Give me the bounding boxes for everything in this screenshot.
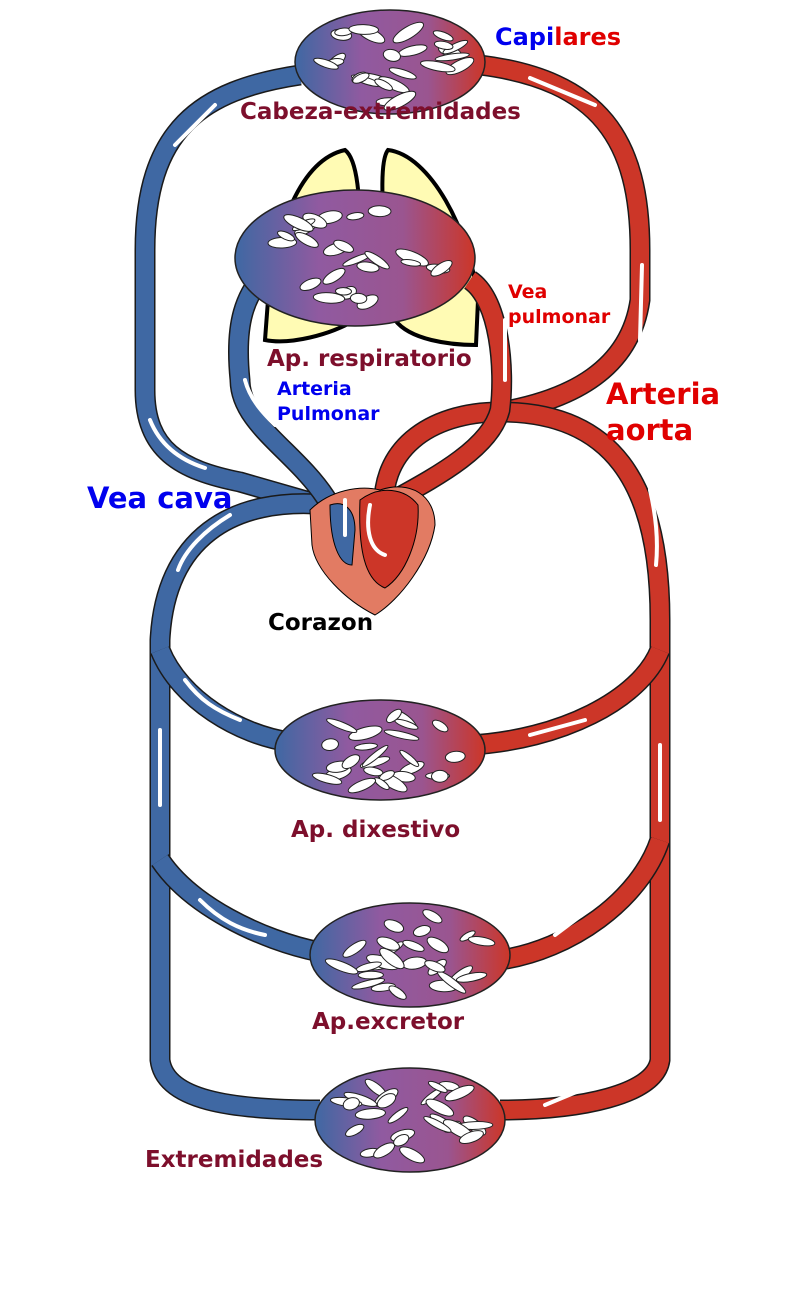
flow-arrow-icon: [176, 513, 232, 572]
label-ap-dixestivo: Ap. dixestivo: [291, 817, 460, 843]
label-arteria-pulmonar-2: Pulmonar: [277, 403, 380, 425]
pulmonary-vein: [380, 272, 511, 513]
aorta: [374, 402, 669, 1119]
flow-arrow-icon: [543, 1076, 612, 1107]
label-ap-excretor: Ap.excretor: [312, 1009, 465, 1035]
vein-excretor: [152, 854, 322, 961]
flow-arrow-icon: [528, 718, 587, 737]
vein-head: [136, 66, 323, 514]
flow-arrow-icon: [148, 418, 207, 470]
label-cabeza-extremidades: Cabeza-extremidades: [240, 99, 521, 125]
vein-digestive: [151, 646, 292, 751]
label-vea-cava: Vea cava: [87, 481, 232, 515]
capillaries-head: [294, 9, 486, 115]
flow-arrow-icon: [183, 678, 242, 722]
label-ap-respiratorio: Ap. respiratorio: [267, 346, 472, 372]
flow-arrow-icon: [198, 898, 267, 937]
capillaries-lungs: [234, 189, 476, 327]
flow-arrow-icon: [366, 503, 387, 557]
artery-digestive: [469, 646, 669, 754]
label-arteria-pulmonar-1: Arteria: [277, 378, 352, 400]
label-vea-pulmonar-1: Vea: [508, 281, 547, 303]
label-corazon: Corazon: [268, 610, 373, 636]
vena-cava-outline: [149, 493, 332, 1121]
capillaries-digestive: [274, 699, 486, 801]
artery-head: [478, 56, 649, 421]
label-vea-pulmonar-2: pulmonar: [508, 306, 611, 328]
capillaries-extremities: [314, 1067, 506, 1173]
flow-arrow-icon: [173, 103, 217, 147]
flow-arrow-icon: [638, 263, 644, 342]
label-extremidades: Extremidades: [145, 1147, 323, 1173]
label-capilares: Capilares: [495, 23, 621, 51]
artery-excretor: [498, 836, 669, 969]
vena-cava: [151, 494, 331, 1119]
label-arteria-aorta-1: Arteria: [606, 377, 720, 411]
heart: [309, 486, 436, 616]
flow-arrow-icon: [648, 488, 659, 567]
flow-arrow-icon: [183, 1038, 247, 1082]
flow-arrow-icon: [243, 378, 277, 427]
flow-arrow-icon: [553, 903, 597, 937]
capillaries-excretor: [309, 902, 511, 1008]
label-arteria-aorta-2: aorta: [606, 413, 693, 447]
artery-excretor-outline: [498, 836, 670, 971]
flow-arrow-icon: [528, 76, 597, 107]
